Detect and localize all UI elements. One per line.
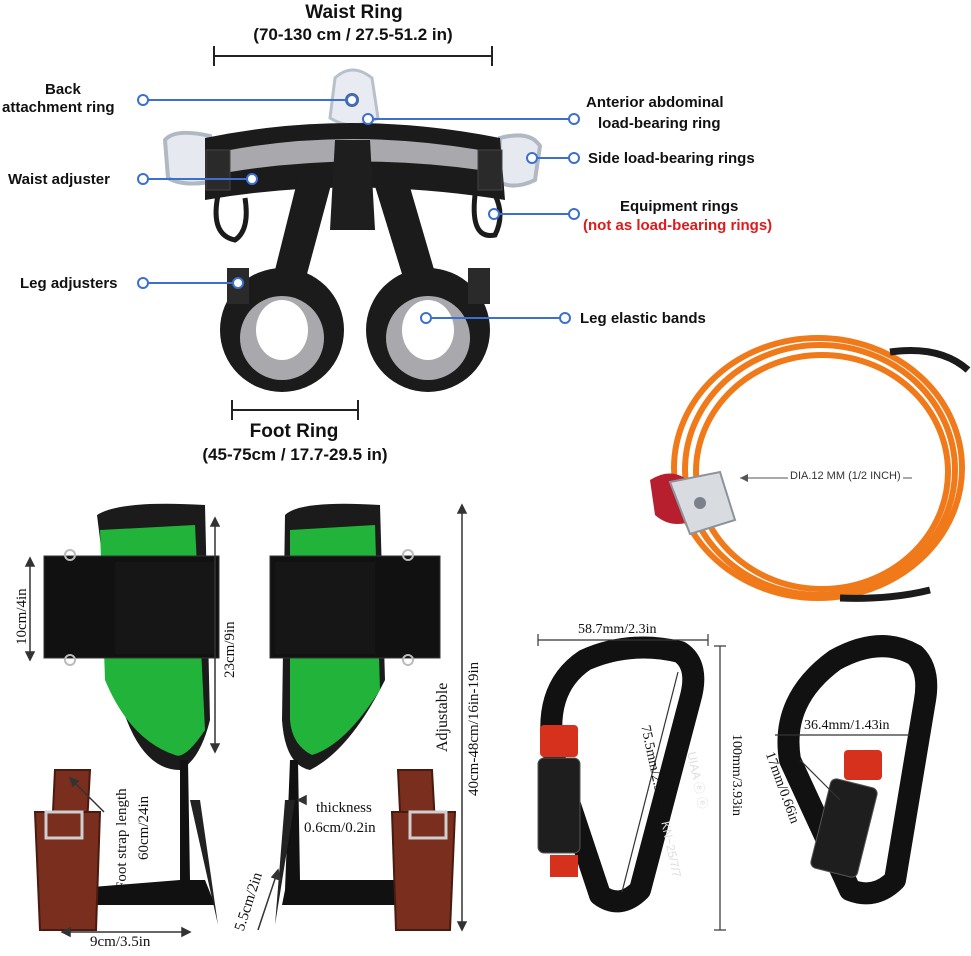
thickness-label: thickness (316, 800, 372, 816)
back-ring-label-line2: attachment ring (2, 99, 115, 116)
waist-ring-title: Waist Ring (305, 2, 403, 23)
carabiner-outer-length-label: 100mm/3.93in (729, 734, 744, 817)
anterior-ring-label-line2: load-bearing ring (598, 115, 721, 132)
waist-ring-size: (70-130 cm / 27.5-51.2 in) (253, 25, 453, 44)
thickness-value: 0.6cm/0.2in (304, 820, 376, 836)
anterior-ring-label-line1: Anterior abdominal (586, 94, 724, 111)
carabiner-large-width-label: 58.7mm/2.3in (578, 622, 657, 637)
base-width-label: 9cm/3.5in (90, 934, 151, 950)
side-rings-label: Side load-bearing rings (588, 150, 755, 167)
foot-ring-size: (45-75cm / 17.7-29.5 in) (202, 445, 388, 464)
leg-elastic-label: Leg elastic bands (580, 310, 706, 327)
leg-adjusters-label: Leg adjusters (20, 275, 118, 292)
foot-ring-title: Foot Ring (249, 421, 339, 442)
lanyard-rope-illustration (650, 335, 971, 602)
equipment-rings-note: (not as load-bearing rings) (583, 217, 773, 234)
equipment-rings-label: Equipment rings (620, 198, 739, 215)
carabiner-small-width-label: 36.4mm/1.43in (804, 718, 890, 733)
harness-illustration (137, 46, 580, 420)
back-ring-label-line1: Back (45, 81, 81, 98)
waist-adjuster-label: Waist adjuster (8, 171, 110, 188)
rope-diameter-label: DIA.12 MM (1/2 INCH) (788, 470, 903, 482)
